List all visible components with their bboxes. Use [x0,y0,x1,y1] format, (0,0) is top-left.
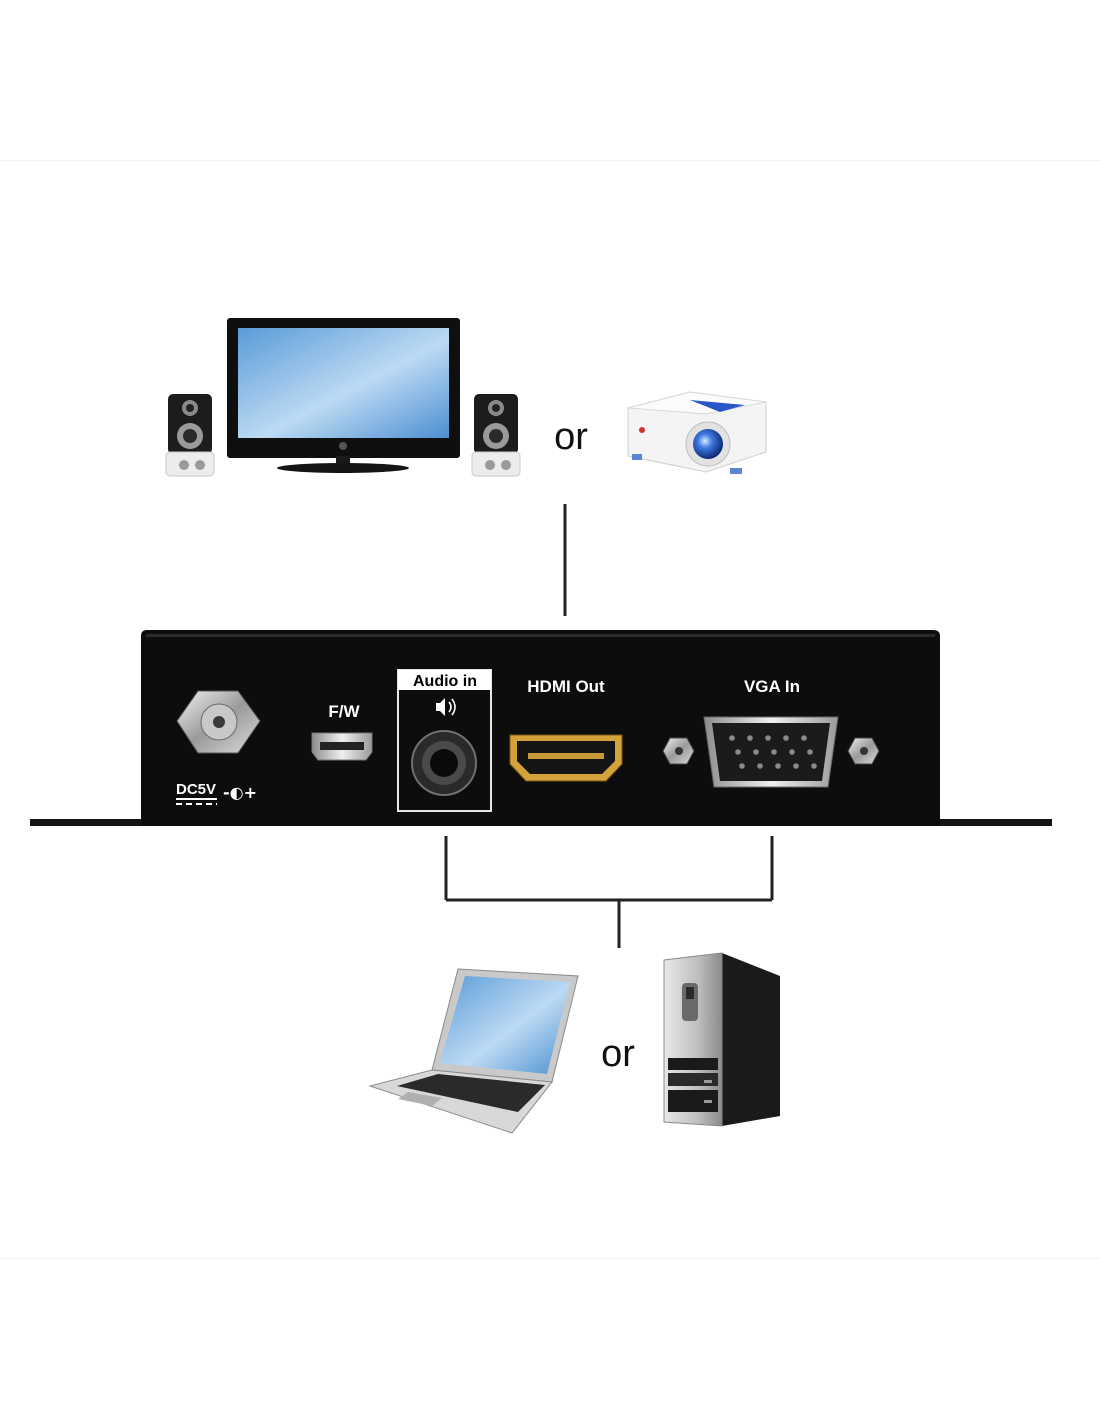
desktop-tower-icon [663,952,780,1127]
audio-jack[interactable] [411,730,477,796]
laptop-icon [368,968,579,1134]
audio-in-panel [397,669,492,812]
tv-icon [227,318,460,473]
dc-power-jack[interactable] [176,690,261,754]
speaker-left-icon [165,394,215,477]
vga-right-screw [847,737,880,765]
fw-usb-port[interactable] [311,732,373,761]
hdmi-out-port[interactable] [509,734,623,782]
hdmi-out-label: HDMI Out [527,677,605,696]
audio-in-label: Audio in [413,673,477,690]
projector-icon [627,391,767,474]
or-top-label: or [554,416,588,458]
bottom-divider [0,1258,1100,1259]
top-divider [0,160,1100,161]
connector-bracket-bottom [444,836,774,948]
vga-left-screw [662,737,695,765]
or-bottom-label: or [601,1033,635,1075]
vga-in-port[interactable] [703,716,839,788]
vga-in-label: VGA In [744,677,800,696]
polarity-label: -◐+ [223,783,257,802]
fw-label: F/W [328,702,360,721]
speaker-right-icon [471,394,521,477]
dc-label: DC5V [176,781,216,798]
volume-icon [436,698,456,716]
